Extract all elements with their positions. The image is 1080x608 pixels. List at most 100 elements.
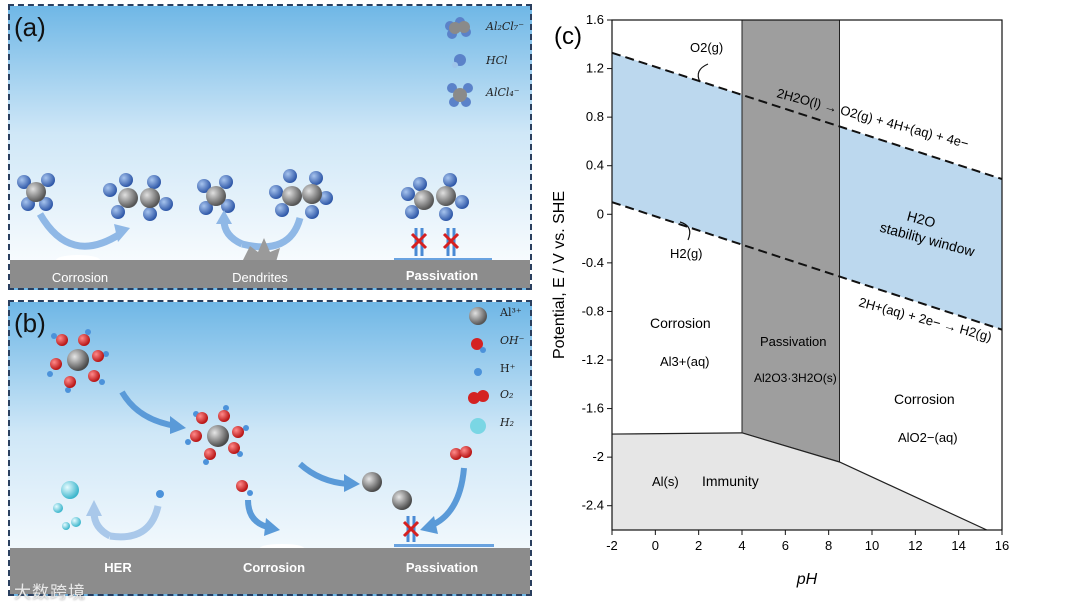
al-solid-label: Al(s) <box>652 474 679 489</box>
legend-hcl: HCl <box>486 54 508 67</box>
corrosion-right-label: Corrosion <box>894 391 955 407</box>
y-tick-label: -2 <box>592 449 604 464</box>
legend-al2cl7: Al₂Cl₇⁻ <box>486 20 525 33</box>
her-arrow <box>109 505 162 541</box>
x-axis-label: pH <box>796 571 818 588</box>
hydroxide-icon <box>471 338 486 353</box>
al2cl7-cluster-1 <box>103 173 173 221</box>
x-tick-label: 10 <box>865 538 879 553</box>
ion-drift-arrow <box>297 461 349 487</box>
x-tick-label: -2 <box>606 538 618 553</box>
passivation-layer-b <box>394 544 494 547</box>
panel-b-legend-icons <box>468 307 489 434</box>
dendrite-arrow-right <box>241 216 304 251</box>
alcl4-molecule-icon <box>447 83 473 107</box>
x-tick-label: 16 <box>995 538 1009 553</box>
panel-a: (a) Al₂Cl₇⁻ HCl AlCl₄⁻ <box>8 4 532 290</box>
h2-bubble-3 <box>71 517 81 527</box>
alo2-label: AlO2−(aq) <box>898 430 958 445</box>
water-window-title: H2O <box>905 208 937 231</box>
panel-b-illustration <box>47 329 494 552</box>
y-tick-label: -1.6 <box>582 401 604 416</box>
y-axis-label: Potential, E / V vs. SHE <box>551 191 568 359</box>
h2-bubble-1 <box>61 481 79 499</box>
plot-frame <box>611 19 1003 531</box>
o2-curve-arrow <box>697 63 709 83</box>
corrosion-left-label: Corrosion <box>650 315 711 331</box>
x-tick-label: 8 <box>825 538 832 553</box>
blocked-arrow-1 <box>410 228 428 256</box>
panel-a-legend-icons <box>445 17 473 107</box>
al2cl7-molecule-icon <box>445 17 471 39</box>
hydrolysis-arrow <box>119 390 177 429</box>
al-hydroxo-complex-1 <box>47 329 109 393</box>
panel-a-illustration <box>17 169 492 265</box>
passivation-region <box>741 20 840 463</box>
blocked-arrow-b <box>402 516 420 542</box>
h2-curve-arrow <box>679 221 691 241</box>
y-tick-label: -1.2 <box>582 352 604 367</box>
alcl4-cluster-2 <box>197 175 235 215</box>
al3-ion-1 <box>362 472 382 492</box>
h2-bubble-2 <box>53 503 63 513</box>
al-hydroxo-complex-2 <box>185 405 249 465</box>
al2cl7-cluster-3 <box>401 173 469 221</box>
x-tick-label: 12 <box>908 538 922 553</box>
x-tick-label: 4 <box>738 538 745 553</box>
proton-icon <box>474 368 482 376</box>
electrode-surface-b <box>10 548 530 594</box>
y-tick-label: -0.8 <box>582 303 604 318</box>
blocked-arrow-2 <box>442 228 460 256</box>
al3-ion-2 <box>392 490 412 510</box>
x-tick-label: 14 <box>951 538 965 553</box>
y-tick-label: 0.4 <box>586 158 604 173</box>
o2-label: O2(g) <box>690 40 723 55</box>
y-tick-label: 1.2 <box>586 61 604 76</box>
corrosion-arrow <box>36 212 122 250</box>
y-tick-label: 0.8 <box>586 109 604 124</box>
alcl4-cluster-1 <box>17 173 55 211</box>
label-dendrites-a: Dendrites <box>232 270 288 285</box>
legend-o2: O₂ <box>500 388 514 401</box>
y-axis-ticks: -2.4-2-1.6-1.2-0.8-0.400.40.81.21.6 <box>582 12 612 513</box>
hydroxide-ion-1 <box>236 480 253 496</box>
oxygen-molecule-1 <box>450 446 472 460</box>
immunity-label: Immunity <box>702 473 759 489</box>
oxygen-molecule-icon <box>468 390 489 404</box>
al3-ion-icon <box>469 307 487 325</box>
al3-label: Al3+(aq) <box>660 354 710 369</box>
y-tick-label: -0.4 <box>582 255 604 270</box>
dendrite-growth <box>242 238 280 262</box>
al2cl7-cluster-2 <box>269 169 333 219</box>
o2-evolution-line <box>612 51 1002 181</box>
immunity-region <box>612 432 987 530</box>
y-tick-label: 0 <box>597 206 604 221</box>
hcl-molecule-icon <box>452 54 466 68</box>
legend-al3: Al³⁺ <box>500 306 522 319</box>
legend-oh: OH⁻ <box>500 334 525 347</box>
label-passivation-b: Passivation <box>405 560 479 575</box>
panel-c-label: (c) <box>554 23 582 50</box>
h2-bubble-4 <box>62 522 70 530</box>
h2-evolution-line <box>612 201 1002 331</box>
y-tick-label: 1.6 <box>586 12 604 27</box>
passivation-label: Passivation <box>760 334 826 349</box>
label-passivation-a: Passivation <box>405 268 479 283</box>
panel-a-label: (a) <box>14 12 46 42</box>
legend-alcl4: AlCl₄⁻ <box>486 86 520 99</box>
legend-h2: H₂ <box>500 416 515 429</box>
hydrogen-molecule-icon <box>470 418 486 434</box>
panel-b-label: (b) <box>14 308 46 338</box>
watermark: 大数跨境 <box>14 583 86 602</box>
label-her-b: HER <box>104 560 132 575</box>
h2-label: H2(g) <box>670 246 703 261</box>
legend-h: H⁺ <box>500 362 516 375</box>
label-corrosion-b: Corrosion <box>242 560 306 575</box>
electrode-surface-a <box>10 260 530 288</box>
label-corrosion-a: Corrosion <box>51 270 109 285</box>
x-tick-label: 6 <box>782 538 789 553</box>
oxygen-arrow <box>428 467 467 529</box>
passivation-layer <box>394 258 492 261</box>
immunity-boundary-line <box>612 432 988 530</box>
